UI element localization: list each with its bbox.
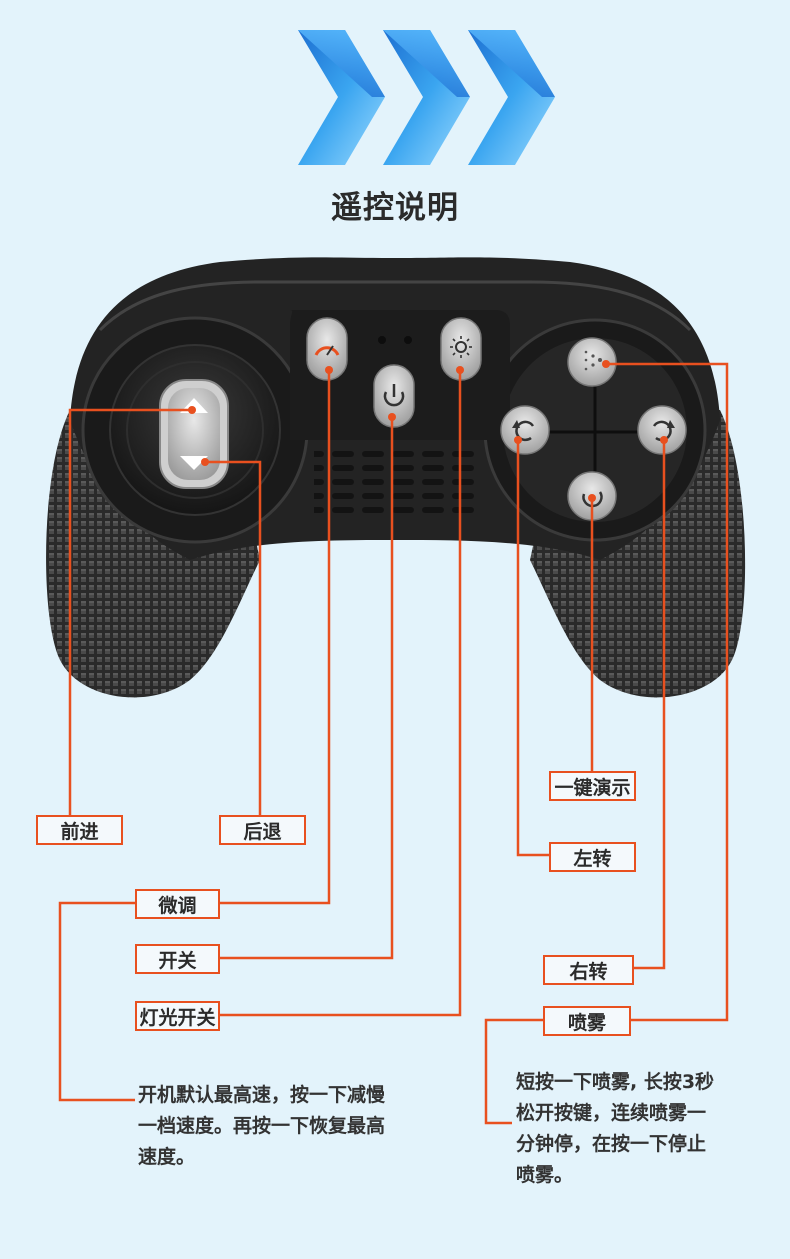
spray-icon — [567, 337, 617, 387]
note-spray: 短按一下喷雾, 长按3秒 松开按键，连续喷雾一 分钟停，在按一下停止 喷雾。 — [516, 1067, 714, 1191]
note-line: 短按一下喷雾, 长按3秒 — [516, 1071, 715, 1093]
label-light: 灯光开关 — [135, 1001, 220, 1031]
note-line: 速度。 — [138, 1146, 196, 1168]
label-forward: 前进 — [36, 815, 123, 845]
chevron-right-icon — [468, 30, 555, 165]
note-line: 松开按键，连续喷雾一 — [516, 1102, 707, 1124]
note-line: 分钟停，在按一下停止 — [516, 1133, 707, 1155]
callout-lines — [58, 362, 729, 1125]
note-line: 开机默认最高速，按一下减慢 — [138, 1084, 386, 1106]
label-turn-right: 右转 — [543, 955, 634, 985]
speedometer-icon — [306, 317, 348, 381]
chevron-right-icon — [383, 30, 470, 165]
label-turn-left: 左转 — [549, 842, 636, 872]
note-speed: 开机默认最高速，按一下减慢 一档速度。再按一下恢复最高 速度。 — [138, 1080, 385, 1173]
controller — [46, 257, 746, 698]
label-spray: 喷雾 — [543, 1006, 631, 1036]
label-fine-tune: 微调 — [135, 889, 220, 919]
note-line: 喷雾。 — [516, 1164, 574, 1186]
callout-dots — [188, 360, 668, 502]
power-icon — [373, 364, 415, 428]
label-one-key-demo: 一键演示 — [549, 771, 636, 801]
rotate-right-icon — [637, 405, 687, 455]
label-backward: 后退 — [219, 815, 306, 845]
page-title: 遥控说明 — [331, 190, 459, 226]
note-line: 一档速度。再按一下恢复最高 — [138, 1115, 386, 1137]
label-power: 开关 — [135, 944, 220, 974]
chevron-right-icon — [298, 30, 385, 165]
rotate-left-icon — [500, 405, 550, 455]
arrow-down-icon — [180, 456, 208, 470]
